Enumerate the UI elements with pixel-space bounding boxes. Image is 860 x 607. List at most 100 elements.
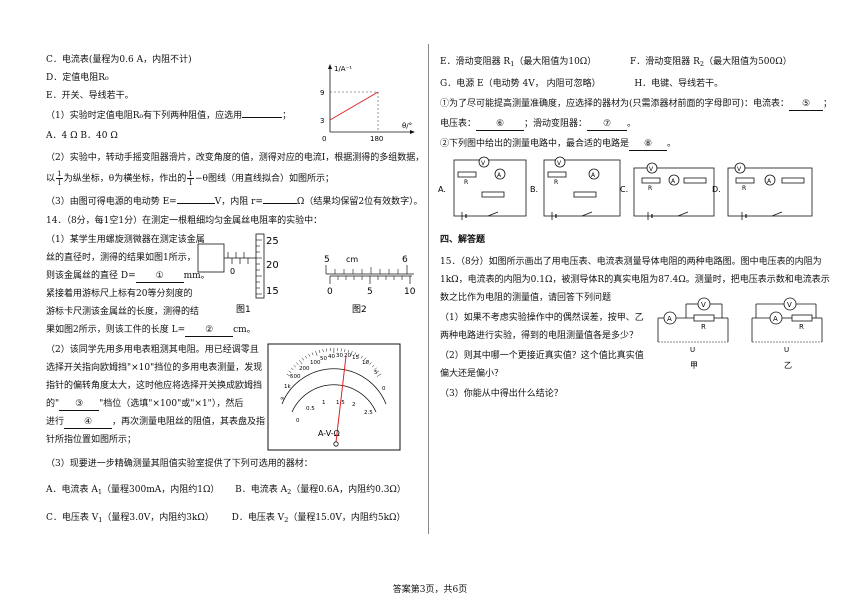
ohm-scale-10: 10 [362, 360, 369, 366]
ohm-tick [293, 365, 296, 368]
ohm-scale-15: 15 [352, 355, 359, 361]
q15-line2: 1kΩ，电流表的内阻为0.1Ω，被测导体R的真实电阻为87.4Ω。测量时，把电压… [440, 275, 830, 285]
answer-blank[interactable] [242, 117, 283, 118]
resistor-label: R [464, 179, 468, 186]
page-footer: 答案第3页，共6页 [392, 585, 468, 595]
svg-text:R: R [742, 185, 746, 192]
needle-pivot [333, 441, 339, 447]
ohm-scale-0: 0 [382, 386, 386, 392]
svg-text:A: A [591, 172, 596, 179]
y-tick-3: 3 [320, 117, 324, 125]
svg-text:U: U [784, 346, 789, 354]
q14-1-line4: 紧接着用游标尺上标有20等分刻度的 [46, 289, 193, 299]
ohm-tick [369, 362, 372, 365]
answer-blank[interactable] [176, 203, 215, 204]
micrometer-frame [197, 243, 225, 273]
inverse-current-graph: 1/A⁻¹ θ/° 9 3 0 180 [320, 64, 415, 143]
ohm-scale-500: 500 [290, 374, 301, 380]
y-tick-9: 9 [320, 89, 324, 97]
column-divider [428, 44, 429, 534]
answer-blank-5[interactable]: ⑤ [789, 98, 824, 111]
thimble-tick-25: 25 [266, 236, 279, 247]
circuit-label-a: A. [438, 185, 446, 194]
dc-scale-0-5: 0.5 [306, 406, 315, 412]
ohm-scale-40: 40 [328, 354, 335, 360]
ohm-scale-1k: 1k [284, 384, 291, 390]
circuit-label-c: C. [620, 185, 628, 194]
y-axis-label: 1/A⁻¹ [334, 65, 352, 73]
dc-scale-0: 0 [296, 418, 300, 424]
option-e: E．开关、导线若干。 [46, 91, 134, 101]
q14-2-line6: 针所指位置如图所示； [46, 435, 137, 445]
vernier-tick-10: 10 [404, 287, 416, 297]
switch-icon [677, 211, 689, 217]
answer-blank-7[interactable]: ⑦ [587, 118, 628, 131]
vernier-tick-5: 5 [367, 287, 373, 297]
ohm-tick [347, 349, 349, 353]
ohm-tick [288, 370, 292, 373]
q15-2-line2: 偏大还是偏小？ [440, 369, 504, 379]
option-d: D．定值电阻R₀ [46, 73, 109, 83]
ammeter-icon [668, 174, 680, 186]
ohm-scale-100: 100 [310, 360, 321, 366]
ohm-scale-50: 50 [320, 356, 327, 362]
equip-e-f: E．滑动变阻器 R1（最大阻值为10Ω） F．滑动变阻器 R2（最大阻值为500… [440, 57, 792, 68]
svg-text:V: V [701, 301, 706, 309]
ohm-tick [318, 349, 321, 353]
micrometer-figure: 0 25 20 15 图1 [197, 233, 279, 315]
resistor-icon [735, 177, 755, 184]
answer-blank-2[interactable]: ② [185, 324, 234, 337]
q15-circuits: V A R U 甲 V A R U 乙 [657, 297, 823, 370]
supply-label: U [690, 346, 695, 354]
dc-scale-2: 2 [352, 402, 356, 408]
svg-text:A: A [671, 178, 676, 185]
answer-blank-8[interactable]: ⑧ [629, 138, 668, 151]
x-axis-arrow [410, 130, 415, 134]
answer-blank[interactable] [262, 203, 297, 204]
meter-needle [335, 355, 347, 443]
q15-line3: 数之比作为电阻的测量值，请回答下列问题 [440, 293, 612, 303]
thimble [255, 233, 265, 299]
q15-line1: 15．（8分）如图所示画出了用电压表、电流表测量导体电阻的两种电路图。图中电压表… [440, 257, 822, 267]
sleeve-zero: 0 [230, 267, 235, 276]
answer-blank-1[interactable]: ① [135, 270, 184, 283]
rheostat-icon [683, 177, 707, 184]
q13-options: A．4 Ω B．40 Ω [46, 131, 118, 141]
answer-blank-4[interactable]: ④ [64, 416, 113, 429]
svg-text:A: A [767, 178, 772, 185]
thimble-tick-15: 15 [266, 286, 279, 297]
answer-blank-3[interactable]: ③ [59, 398, 100, 411]
caliper-unit: cm [346, 255, 358, 264]
svg-text:V: V [787, 301, 792, 309]
q13-part3: （3）由图可得电源的电动势 E=V，内阻 r=Ω（结果均保留2位有效数字）。 [46, 197, 423, 207]
micrometer-caption: 图1 [236, 304, 251, 315]
ohm-scale-30: 30 [336, 353, 343, 359]
caliper-caption: 图2 [352, 304, 367, 315]
ohm-tick [290, 367, 294, 371]
ohm-tick [311, 352, 314, 356]
ohm-tick [354, 352, 357, 356]
multimeter-dial: ∞ 1k 500 200 100 50 40 30 20 15 10 5 0 0… [267, 343, 401, 451]
ohm-tick [305, 355, 308, 359]
circuit-a: A. V R A [438, 156, 527, 220]
answer-blank-6[interactable]: ⑥ [476, 118, 525, 131]
ohm-tick [322, 349, 324, 353]
dc-scale-1: 1 [322, 400, 326, 406]
q14-2-line4: 的"③"档位（选填"×100"或"×1"），然后 [46, 398, 244, 411]
main-tick-5: 5 [324, 255, 330, 265]
svg-text:R: R [648, 185, 652, 192]
main-tick-6: 6 [402, 255, 408, 265]
x-tick-0: 0 [322, 135, 326, 143]
switch-icon [487, 211, 499, 217]
circuit-b: B. V R A [530, 156, 621, 220]
svg-text:V: V [557, 160, 562, 167]
caliper-figure: 5 cm 6 0 5 10 图2 [324, 255, 416, 315]
svg-text:R: R [799, 323, 804, 331]
equip-g-h: G．电源 E（电动势 4V， 内阻可忽略） H．电键、导线若干。 [440, 79, 724, 89]
circuit-label-d: D. [712, 185, 721, 194]
ammeter-icon [494, 168, 506, 180]
